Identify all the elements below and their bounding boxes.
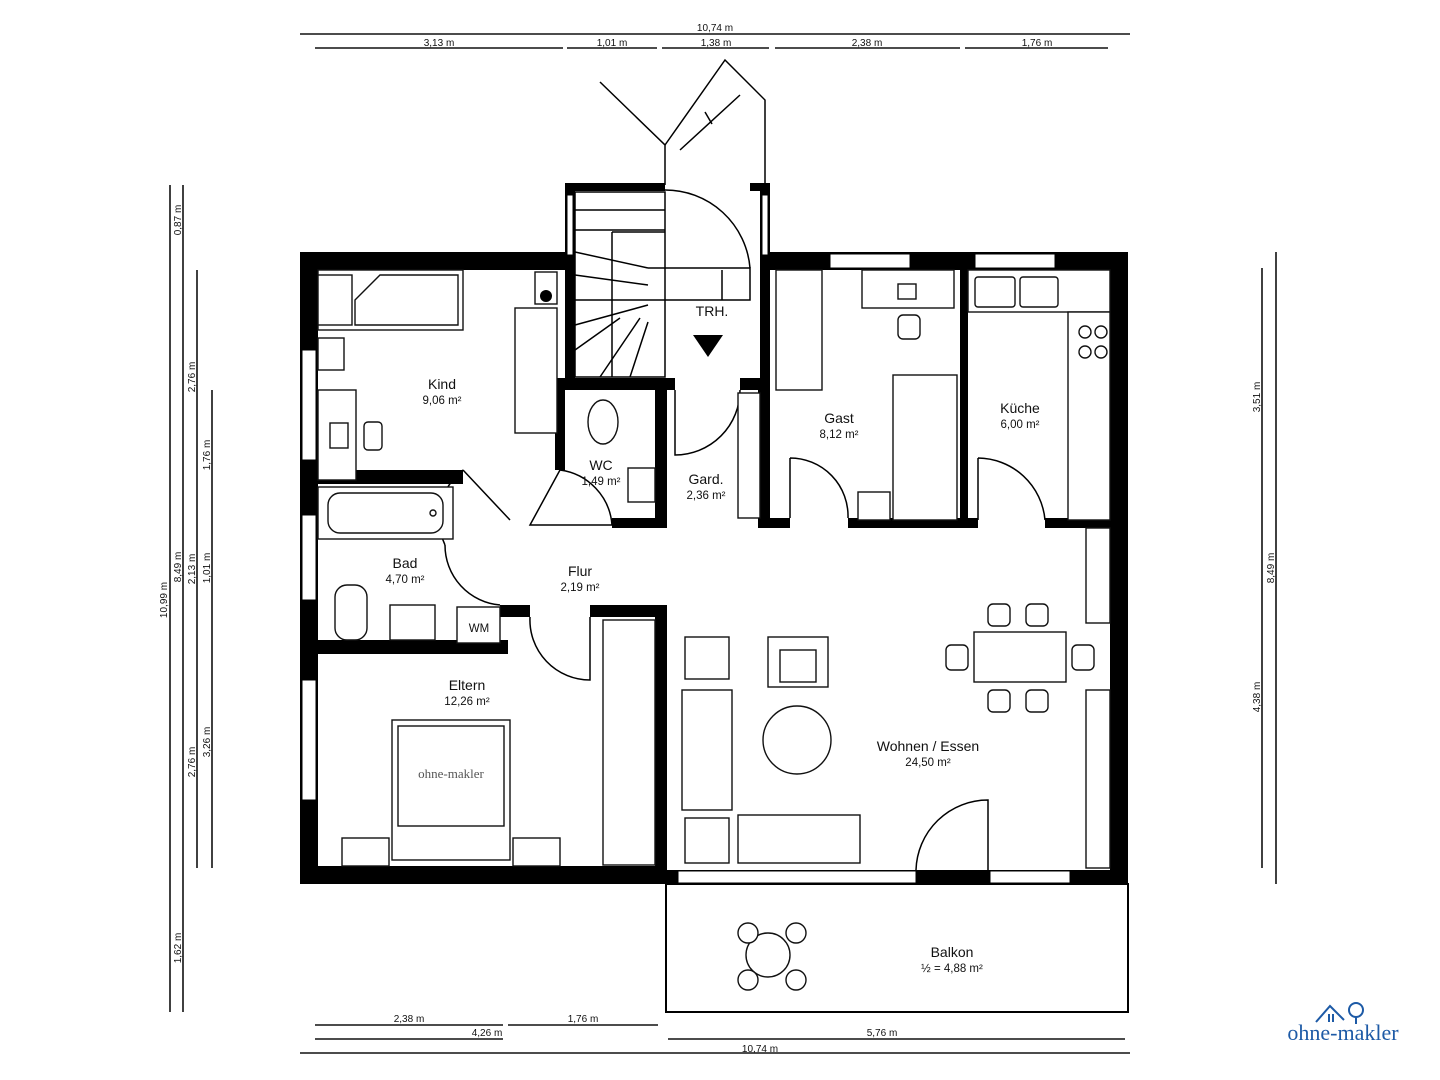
room-gast-name: Gast (824, 410, 854, 426)
dim-left: 1,76 m (202, 440, 213, 471)
balcony-outline (665, 883, 1129, 1013)
dim-top: 1,38 m (701, 38, 732, 49)
dim-bottom: 2,38 m (394, 1014, 425, 1025)
dim-left: 1,01 m (202, 553, 213, 584)
room-wohnen-area: 24,50 m² (905, 757, 951, 769)
ohne-makler-logo: ohne-makler (1278, 1000, 1408, 1046)
dimension-lines (169, 33, 1277, 1054)
room-kind-area: 9,06 m² (423, 395, 462, 407)
dim-bottom: 4,26 m (472, 1028, 503, 1039)
dim-bottom-total: 10,74 m (742, 1044, 778, 1055)
dim-left: 2,76 m (187, 362, 198, 393)
room-balkon-area: ½ = 4,88 m² (921, 963, 983, 975)
logo-text: ohne-makler (1287, 1020, 1399, 1045)
room-bad-area: 4,70 m² (386, 574, 425, 586)
dim-bottom: 5,76 m (867, 1028, 898, 1039)
dim-left: 2,76 m (187, 747, 198, 778)
room-kind-name: Kind (428, 376, 456, 392)
dim-left: 1,62 m (173, 933, 184, 964)
dim-top: 1,01 m (597, 38, 628, 49)
stair-label: TRH. (696, 303, 729, 319)
room-eltern-area: 12,26 m² (444, 696, 490, 708)
room-labels: Kind 9,06 m² WC 1,49 m² Gard. 2,36 m² Ga… (386, 376, 1041, 975)
dim-top-total: 10,74 m (697, 23, 733, 34)
windows (301, 194, 1071, 884)
room-flur-name: Flur (568, 563, 592, 579)
room-flur-area: 2,19 m² (561, 582, 600, 594)
dim-top: 2,38 m (852, 38, 883, 49)
dim-bottom: 1,76 m (568, 1014, 599, 1025)
wm-label: WM (469, 623, 489, 635)
dim-right: 4,38 m (1252, 682, 1263, 713)
room-gast-area: 8,12 m² (820, 429, 859, 441)
dim-left: 8,49 m (173, 552, 184, 583)
room-bad-name: Bad (393, 555, 418, 571)
staircase: TRH. (574, 191, 751, 378)
room-kueche-area: 6,00 m² (1001, 419, 1040, 431)
dim-top: 3,13 m (424, 38, 455, 49)
dimension-labels: 10,74 m 3,13 m 1,01 m 1,38 m 2,38 m 1,76… (159, 23, 1277, 1055)
room-gard-area: 2,36 m² (687, 490, 726, 502)
house-tree-icon (1315, 1002, 1364, 1024)
watermark-text: ohne-makler (418, 766, 484, 781)
room-eltern-name: Eltern (449, 677, 486, 693)
room-gard-name: Gard. (688, 471, 723, 487)
entrance-porch (599, 58, 766, 185)
room-kueche-name: Küche (1000, 400, 1040, 416)
stair-arrow-icon (693, 335, 723, 357)
dim-left: 0,87 m (173, 205, 184, 236)
room-wc-name: WC (589, 457, 612, 473)
dim-right: 8,49 m (1266, 553, 1277, 584)
dim-right: 3,51 m (1252, 382, 1263, 413)
room-wc-area: 1,49 m² (582, 476, 621, 488)
dim-top: 1,76 m (1022, 38, 1053, 49)
furniture: WM (317, 269, 1111, 991)
doors (438, 189, 1046, 871)
room-balkon-name: Balkon (931, 944, 974, 960)
dim-left: 3,26 m (202, 727, 213, 758)
room-wohnen-name: Wohnen / Essen (877, 738, 979, 754)
dim-left: 2,13 m (187, 554, 198, 585)
dim-left: 10,99 m (159, 582, 170, 618)
